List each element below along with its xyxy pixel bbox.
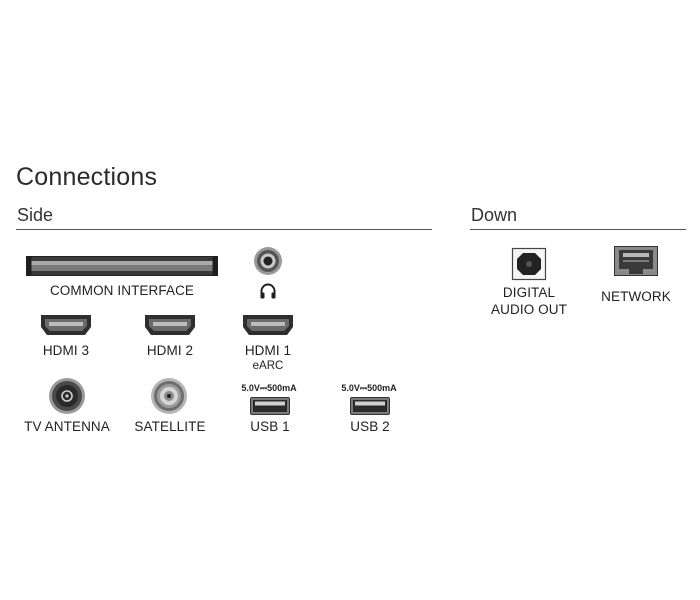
section-title-side: Side: [17, 205, 54, 225]
hdmi3-port-icon: [40, 314, 92, 336]
satellite-port-icon: [150, 377, 188, 415]
digital-audio-out-label-line2: AUDIO OUT: [491, 302, 567, 317]
hdmi3-label: HDMI 3: [42, 343, 90, 358]
usb2-port-icon: [350, 397, 390, 415]
tv-antenna-label: TV ANTENNA: [24, 419, 110, 434]
headphones-icon: [259, 282, 277, 300]
common-interface-label: COMMON INTERFACE: [49, 283, 195, 298]
hdmi1-label: HDMI 1: [244, 343, 292, 358]
digital-audio-out-label-line1: DIGITAL: [502, 285, 556, 300]
usb2-power-rating: 5.0V⎓500mA: [341, 383, 397, 393]
usb1-label: USB 1: [250, 419, 290, 434]
network-label: NETWORK: [601, 289, 671, 304]
headphone-jack-icon: [253, 246, 283, 276]
page-title: Connections: [16, 163, 158, 191]
hdmi1-earc-label: eARC: [252, 360, 284, 372]
satellite-label: SATELLITE: [134, 419, 206, 434]
usb2-label: USB 2: [350, 419, 390, 434]
divider-side: [16, 229, 432, 230]
tv-antenna-port-icon: [48, 377, 86, 415]
hdmi1-port-icon: [242, 314, 294, 336]
common-interface-slot-icon: [26, 256, 218, 276]
divider-down: [470, 229, 686, 230]
hdmi2-label: HDMI 2: [146, 343, 194, 358]
network-port-icon: [614, 246, 658, 276]
usb1-port-icon: [250, 397, 290, 415]
section-title-down: Down: [471, 205, 518, 225]
usb1-power-rating: 5.0V⎓500mA: [241, 383, 297, 393]
hdmi2-port-icon: [144, 314, 196, 336]
optical-audio-port-icon: [511, 247, 547, 281]
